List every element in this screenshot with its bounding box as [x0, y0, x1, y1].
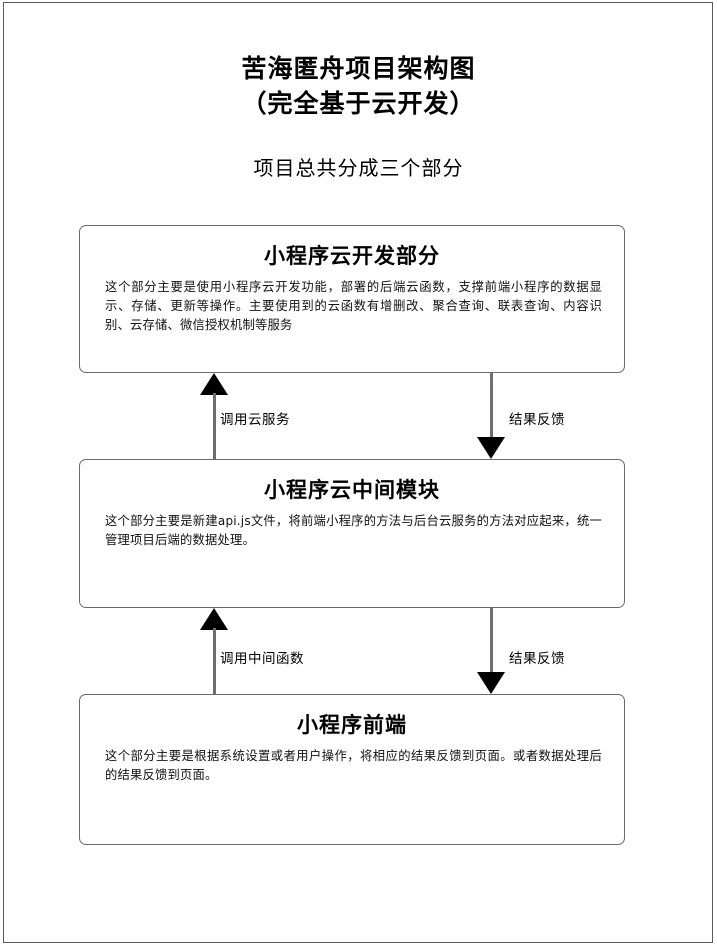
node-box-mini-program-frontend: 小程序前端 这个部分主要是根据系统设置或者用户操作，将相应的结果反馈到页面。或者…: [79, 694, 625, 845]
connector-label-cloud-call-up: 调用云服务: [220, 412, 290, 427]
node-description-cloud-middle-module: 这个部分主要是新建api.js文件，将前端小程序的方法与后台云服务的方法对应起来…: [105, 512, 602, 550]
arrow-up-icon: [200, 608, 228, 630]
connector-middle-call-up: [200, 608, 228, 694]
arrow-up-icon: [200, 373, 228, 395]
arrow-down-icon: [477, 672, 505, 694]
node-box-cloud-development: 小程序云开发部分 这个部分主要是使用小程序云开发功能，部署的后端云函数，支撑前端…: [79, 225, 625, 373]
connector-cloud-call-up: [200, 373, 228, 459]
connector-shaft: [489, 373, 493, 439]
connector-shaft: [489, 608, 493, 674]
document-subtitle: 项目总共分成三个部分: [253, 158, 464, 180]
desc-code-api-js: api.js: [217, 514, 251, 528]
connector-cloud-result-down: [477, 373, 505, 459]
node-description-cloud-development: 这个部分主要是使用小程序云开发功能，部署的后端云函数，支撑前端小程序的数据显示、…: [105, 280, 602, 332]
title-line-2: （完全基于云开发）: [241, 91, 476, 118]
node-description-mini-program-frontend: 这个部分主要是根据系统设置或者用户操作，将相应的结果反馈到页面。或者数据处理后的…: [105, 749, 602, 782]
connector-label-middle-result-down: 结果反馈: [509, 651, 565, 666]
node-heading-cloud-development: 小程序云开发部分: [264, 244, 440, 268]
node-heading-cloud-middle-module: 小程序云中间模块: [264, 478, 440, 502]
desc-text-after: 文件，将前端小程序的方法与后台云服务的方法对应起来，统一管理项目后端的数据处理。: [105, 514, 602, 547]
connector-label-cloud-result-down: 结果反馈: [509, 412, 565, 427]
title-line-1: 苦海匿舟项目架构图: [241, 56, 476, 83]
desc-text-before: 这个部分主要是新建: [105, 514, 218, 528]
document-title: 苦海匿舟项目架构图 （完全基于云开发）: [0, 52, 717, 122]
connector-shaft: [212, 393, 216, 459]
node-box-cloud-middle-module: 小程序云中间模块 这个部分主要是新建api.js文件，将前端小程序的方法与后台云…: [79, 459, 625, 608]
arrow-down-icon: [477, 437, 505, 459]
connector-middle-result-down: [477, 608, 505, 694]
node-heading-mini-program-frontend: 小程序前端: [297, 713, 407, 737]
connector-shaft: [212, 628, 216, 694]
connector-label-middle-call-up: 调用中间函数: [220, 651, 304, 666]
